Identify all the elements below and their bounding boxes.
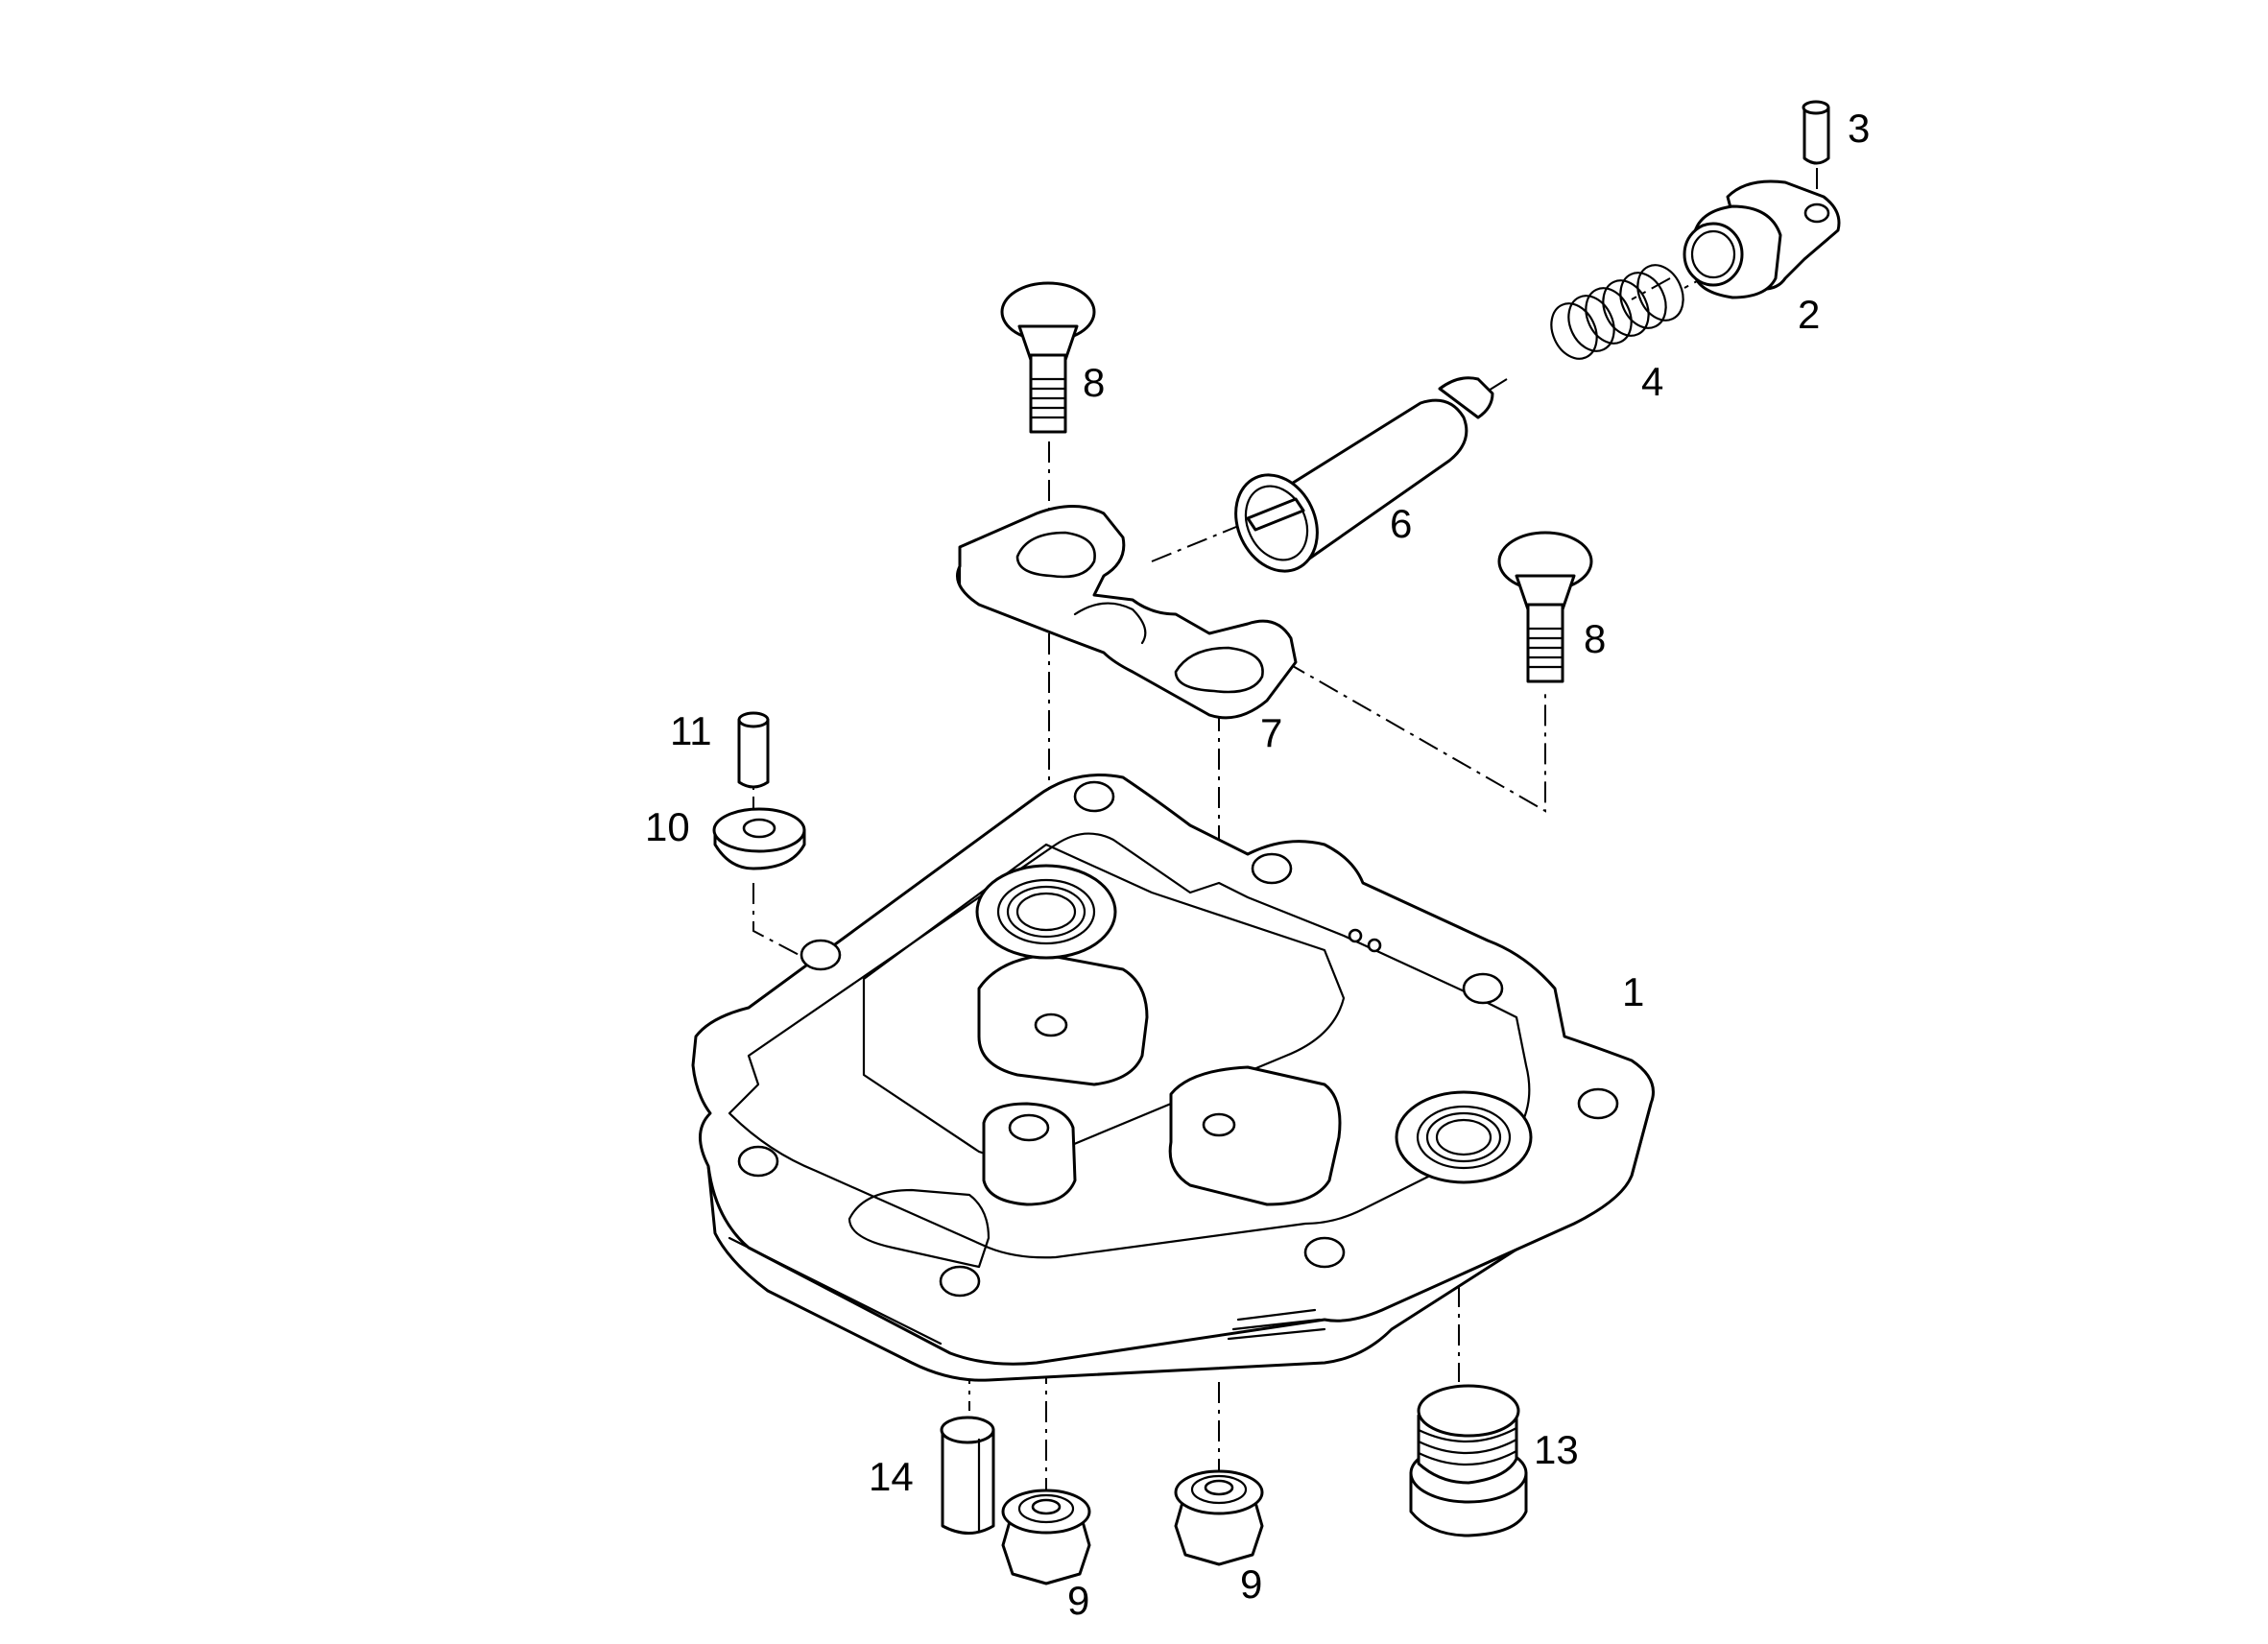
callout-7: 7 [1260,710,1282,755]
callout-6: 6 [1390,501,1412,546]
callout-8-right: 8 [1584,616,1606,661]
callout-2: 2 [1798,292,1820,337]
mushroom-screw-right [1497,531,1593,683]
retaining-plate [956,505,1298,720]
callout-9-left: 9 [1067,1578,1089,1623]
callout-10: 10 [645,804,690,849]
callout-3: 3 [1848,106,1870,151]
callout-9-right: 9 [1240,1561,1262,1607]
flange-nut-left [1001,1489,1091,1585]
cover-plate-housing [691,774,1655,1382]
dowel-sleeve [940,1416,995,1535]
callout-11: 11 [670,708,712,753]
valve-body [1683,179,1841,299]
sleeve-11 [737,711,770,789]
callout-13: 13 [1534,1427,1579,1472]
callout-4: 4 [1641,359,1663,404]
callout-1: 1 [1622,969,1644,1014]
callout-labels: 1 2 3 4 6 7 8 8 9 9 10 11 13 14 [645,106,1870,1623]
spring [1550,264,1684,360]
callout-14: 14 [869,1454,914,1499]
plunger [1234,376,1494,573]
pin-3 [1802,100,1830,165]
flange-nut-right [1174,1469,1264,1566]
washer [712,807,806,870]
threaded-plug [1409,1384,1528,1537]
callout-8-upper: 8 [1083,360,1105,405]
mushroom-screw-upper [1000,281,1096,434]
